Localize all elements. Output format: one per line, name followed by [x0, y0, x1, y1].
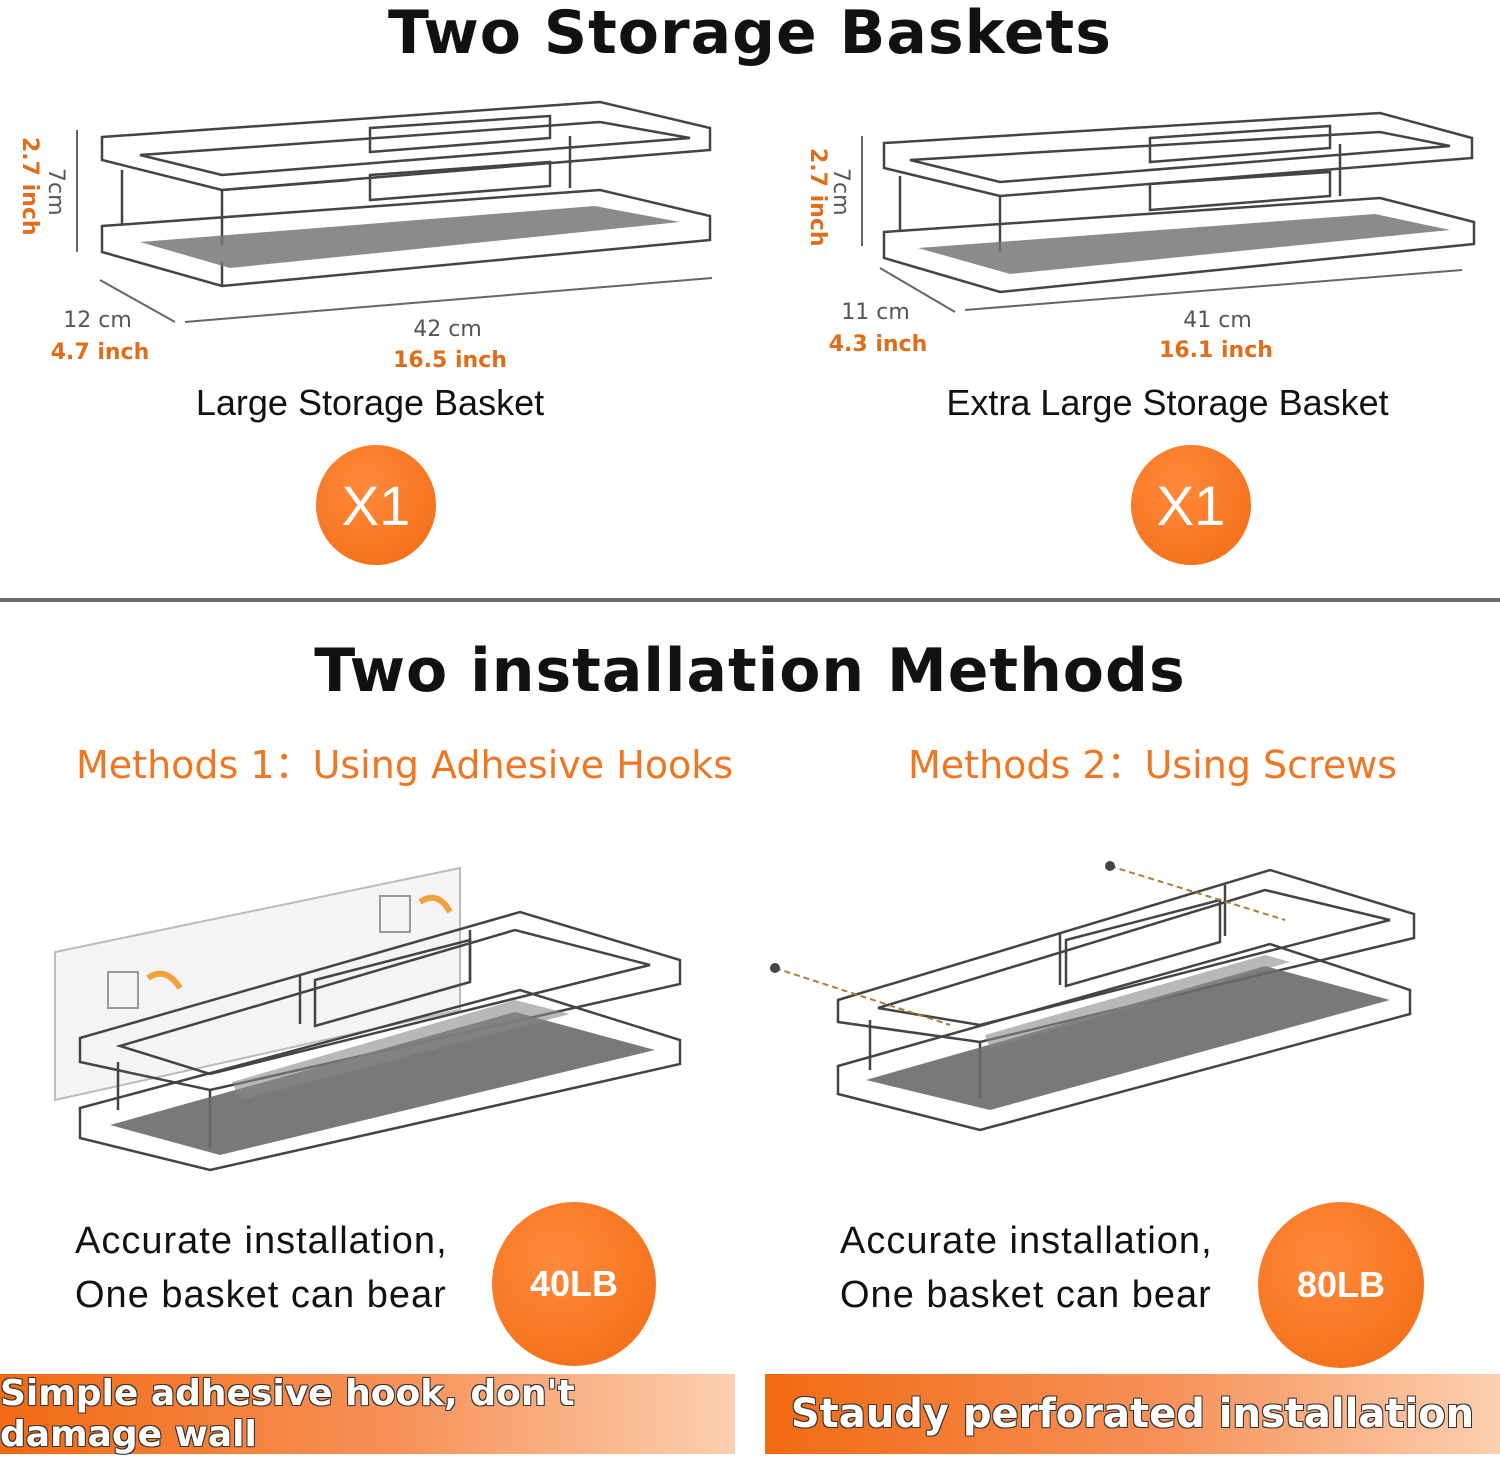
section-divider [0, 598, 1500, 602]
method-2-line-2: One basket can bear [840, 1274, 1212, 1316]
method-2-load: 80LB [1296, 1264, 1386, 1305]
basket-2-width-cm: 41 cm [1183, 308, 1252, 333]
basket-1-depth-inch: 4.7 inch [50, 340, 150, 365]
basket-1-width-inch: 16.5 inch [393, 348, 507, 373]
method-1-load-badge: 40LB [492, 1202, 656, 1366]
method-2-heading: Methods 2：Using Screws [908, 743, 1398, 787]
method-1-description: Accurate installation, One basket can be… [75, 1214, 448, 1322]
method-1-line-2: One basket can bear [75, 1274, 447, 1316]
basket-2-width-inch: 16.1 inch [1159, 338, 1273, 363]
extra-large-basket-illustration [861, 111, 1476, 313]
method-1-banner: Simple adhesive hook, don't damage wall [0, 1373, 735, 1455]
method-2-line-1: Accurate installation, [840, 1220, 1213, 1262]
basket-1-quantity-badge: X1 [316, 445, 436, 565]
large-basket-illustration [76, 100, 713, 323]
method-1-load: 40LB [529, 1263, 619, 1304]
basket-2-depth-inch: 4.3 inch [828, 332, 928, 357]
section-title-installation: Two installation Methods [314, 636, 1186, 706]
method-2-description: Accurate installation, One basket can be… [840, 1214, 1213, 1322]
basket-1-width-cm: 42 cm [413, 317, 482, 342]
basket-2-name: Extra Large Storage Basket [946, 382, 1389, 423]
section-title-storage: Two Storage Baskets [388, 0, 1112, 68]
basket-2-depth-cm: 11 cm [841, 300, 910, 325]
method-2-banner: Staudy perforated installation [765, 1374, 1500, 1454]
method-1-heading: Methods 1：Using Adhesive Hooks [76, 743, 734, 787]
method-2-load-badge: 80LB [1258, 1202, 1424, 1368]
basket-1-quantity: X1 [341, 473, 411, 537]
basket-1-name: Large Storage Basket [195, 382, 545, 423]
basket-2-quantity: X1 [1156, 473, 1226, 537]
basket-1-depth-cm: 12 cm [63, 308, 132, 333]
method-1-line-1: Accurate installation, [75, 1220, 448, 1262]
basket-2-quantity-badge: X1 [1131, 445, 1251, 565]
